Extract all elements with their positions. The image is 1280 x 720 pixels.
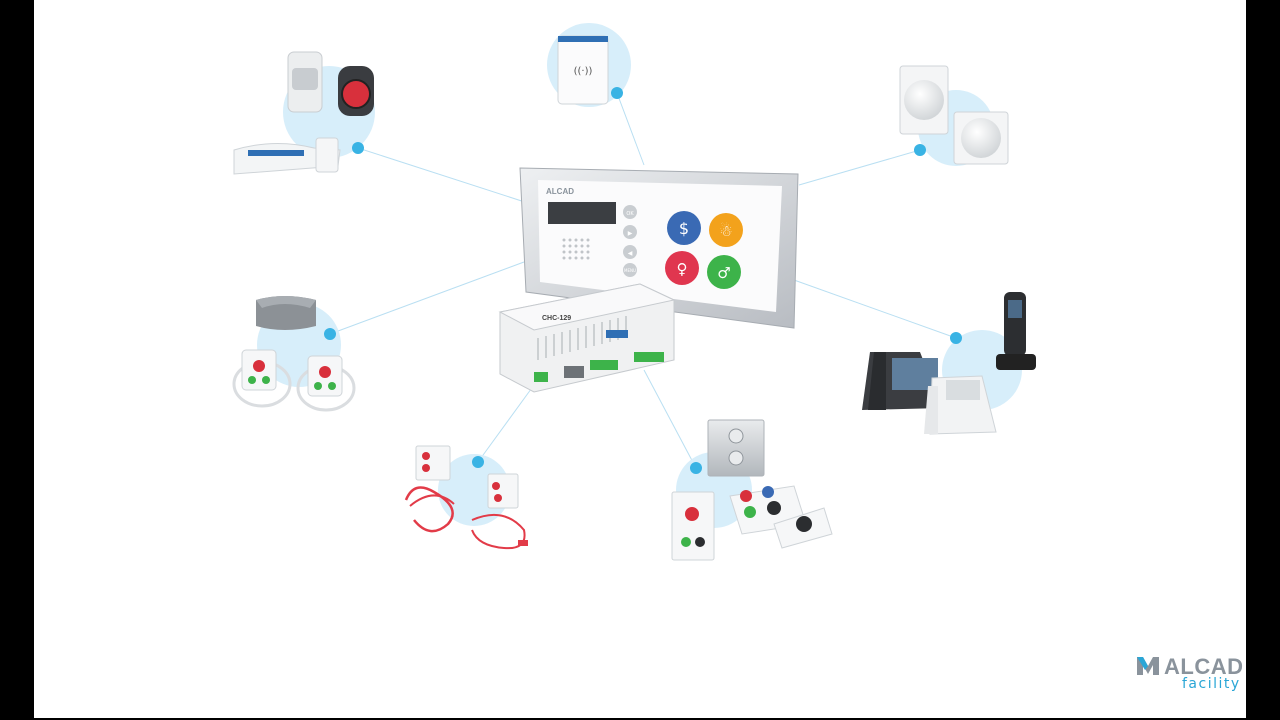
letterbox-left: [0, 0, 34, 720]
connector-card-reader: [616, 92, 645, 166]
node-dot-phones: [950, 332, 962, 344]
svg-text:♀: ♀: [677, 260, 688, 278]
card-reader-product: ((·)): [557, 35, 609, 105]
medical-staff-icon: [667, 211, 701, 245]
letterbox-right: [1246, 0, 1280, 720]
panel-button-menu: MENU: [624, 268, 636, 273]
controller-model-label: CHC-129: [542, 315, 571, 322]
connector-wireless-sensors: [357, 147, 535, 206]
brand-logo: ALCAD facility: [1136, 654, 1246, 694]
panel-call-buttons: $ ☃ ♀ ♂: [665, 211, 743, 289]
connector-call-stations: [643, 369, 697, 469]
node-dot-ceiling-sensors: [914, 144, 926, 156]
control-panel-device: ALCAD OK ▶ ◀ MENU $ ☃ ♀: [519, 167, 799, 329]
panel-button-next: ▶: [628, 230, 633, 237]
connector-lines: [329, 92, 957, 469]
red-pull-cords-product: [404, 445, 528, 550]
assistant-icon: [709, 213, 743, 247]
node-dots: [324, 87, 962, 474]
node-dot-pull-cords: [324, 328, 336, 340]
panel-button-ok: OK: [626, 211, 634, 217]
panel-nav-buttons: OK ▶ ◀ MENU: [623, 205, 637, 277]
panel-brand-label: ALCAD: [546, 187, 574, 196]
svg-text:☃: ☃: [719, 222, 732, 240]
svg-text:$: $: [679, 219, 689, 238]
din-rail-controller: CHC-129: [498, 283, 676, 393]
node-dot-card-reader: [611, 87, 623, 99]
node-dot-wireless-sensors: [352, 142, 364, 154]
nurse-icon: [707, 255, 741, 289]
telephones-product: [862, 292, 1036, 435]
node-dot-red-cords: [472, 456, 484, 468]
diagram-canvas: ((·)): [34, 0, 1246, 718]
panel-button-prev: ◀: [628, 250, 633, 257]
connector-ceiling-sensors: [798, 149, 921, 186]
node-dot-call-stations: [690, 462, 702, 474]
call-stations-product: [671, 419, 833, 561]
svg-text:♂: ♂: [717, 264, 730, 282]
ceiling-sensors-product: [899, 65, 1009, 165]
pull-cord-stations-product: [232, 296, 356, 412]
svg-text:((·)): ((·)): [574, 66, 593, 77]
system-diagram: ((·)): [232, 23, 1036, 561]
connector-phones: [793, 279, 957, 339]
alcad-logo-mark-icon: [1137, 657, 1159, 675]
brand-name: ALCAD: [1164, 654, 1244, 679]
wireless-sensors-product: [233, 51, 374, 175]
connector-pull-cords: [329, 261, 525, 335]
brand-tagline: facility: [1182, 676, 1241, 692]
patient-icon: [665, 251, 699, 285]
connector-red-cords: [477, 384, 535, 463]
